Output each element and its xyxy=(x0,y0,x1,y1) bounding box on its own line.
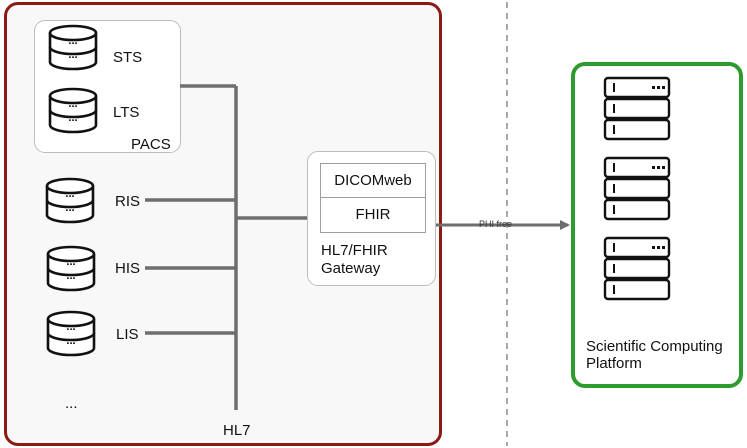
platform-label-line1: Scientific Computing xyxy=(586,338,723,355)
gateway-interfaces: DICOMweb FHIR xyxy=(320,163,426,233)
scientific-computing-platform xyxy=(571,62,743,388)
pacs-label: PACS xyxy=(131,136,171,153)
sts-label: STS xyxy=(113,49,143,66)
lis-label: LIS xyxy=(116,326,139,343)
dicomweb-interface: DICOMweb xyxy=(334,172,412,189)
ris-label: RIS xyxy=(115,193,141,210)
platform-label-line2: Platform xyxy=(586,355,642,372)
his-label: HIS xyxy=(115,260,141,277)
gateway-label-line1: HL7/FHIR xyxy=(321,242,388,259)
phi-free-label: PHI free xyxy=(479,219,513,229)
lts-label: LTS xyxy=(113,104,140,121)
more-systems-ellipsis: ... xyxy=(65,395,78,412)
hl7-label: HL7 xyxy=(223,422,251,439)
fhir-interface: FHIR xyxy=(321,197,425,231)
gateway-label-line2: Gateway xyxy=(321,260,381,277)
